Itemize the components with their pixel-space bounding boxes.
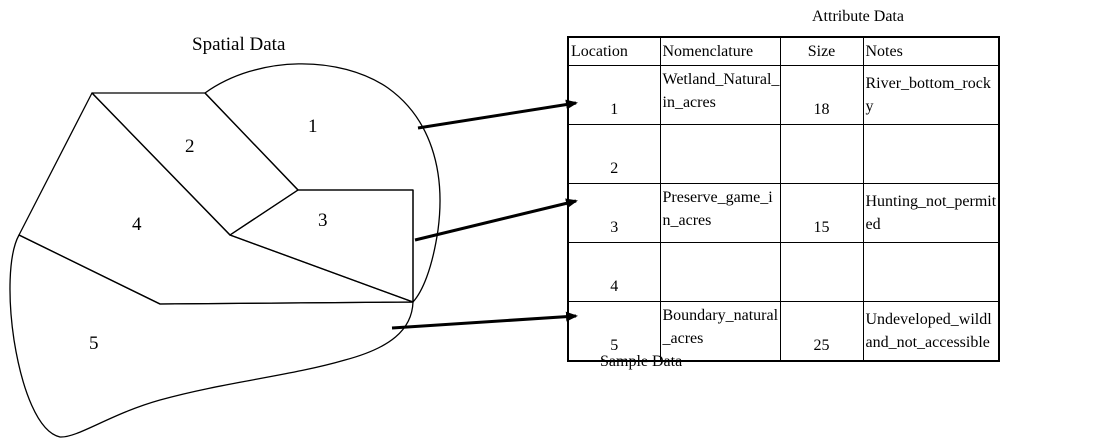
notes-cell: River_bottom_rocky (862, 65, 1000, 125)
nomenclature-cell: Wetland_Natural_in_acres (659, 65, 781, 125)
nomenclature-text: Preserve_game_in_acres (662, 189, 773, 229)
notes-text: Hunting_not_permited (865, 193, 997, 233)
notes-cell: Hunting_not_permited (862, 183, 1000, 243)
location-cell: 5 (567, 301, 661, 362)
location-cell: 2 (567, 124, 661, 184)
nomenclature-text: Wetland_Natural_in_acres (662, 71, 780, 111)
table-row: 3 Preserve_game_in_acres 15 Hunting_not_… (567, 183, 1000, 243)
header-notes: Notes (862, 36, 1000, 66)
region-3-outline (229, 189, 414, 303)
notes-text: Undeveloped_wildland_not_accessible (865, 311, 992, 351)
link-arrow-region-3 (414, 198, 578, 242)
nomenclature-cell: Boundary_natural_acres (659, 301, 781, 362)
header-location: Location (567, 36, 661, 66)
location-cell: 1 (567, 65, 661, 125)
sample-data-caption: Sample Data (600, 353, 683, 370)
attribute-data-title: Attribute Data (812, 8, 904, 25)
region-5-outline (9, 234, 414, 438)
region-label-5: 5 (89, 333, 99, 354)
size-cell: 18 (779, 65, 864, 125)
size-cell: 15 (779, 183, 864, 243)
table-row: 1 Wetland_Natural_in_acres 18 River_bott… (567, 65, 1000, 125)
notes-text: River_bottom_rocky (865, 75, 991, 115)
link-arrow-region-1 (417, 99, 578, 130)
header-nomenclature: Nomenclature (659, 36, 781, 66)
spatial-data-title: Spatial Data (192, 34, 286, 55)
notes-cell (862, 242, 1000, 302)
notes-cell (862, 124, 1000, 184)
region-label-1: 1 (308, 116, 318, 137)
region-label-3: 3 (318, 210, 328, 231)
size-cell: 25 (779, 301, 864, 362)
region-4-outline (18, 92, 414, 305)
location-cell: 4 (567, 242, 661, 302)
table-row: 5 Boundary_natural_acres 25 Undeveloped_… (567, 301, 1000, 362)
region-label-4: 4 (132, 214, 142, 235)
header-size: Size (779, 36, 864, 66)
region-2-outline (91, 92, 299, 236)
table-header-row: Location Nomenclature Size Notes (567, 36, 1000, 66)
table-row: 2 (567, 124, 1000, 184)
region-label-2: 2 (185, 136, 195, 157)
size-cell (779, 124, 864, 184)
nomenclature-cell (659, 124, 781, 184)
nomenclature-text: Boundary_natural_acres (662, 307, 779, 347)
nomenclature-cell: Preserve_game_in_acres (659, 183, 781, 243)
link-arrow-region-5 (391, 311, 578, 330)
notes-cell: Undeveloped_wildland_not_accessible (862, 301, 1000, 362)
region-1-outline (204, 63, 441, 303)
size-cell (779, 242, 864, 302)
attribute-table: Location Nomenclature Size Notes 1 Wetla… (567, 36, 1000, 362)
location-cell: 3 (567, 183, 661, 243)
nomenclature-cell (659, 242, 781, 302)
table-row: 4 (567, 242, 1000, 302)
